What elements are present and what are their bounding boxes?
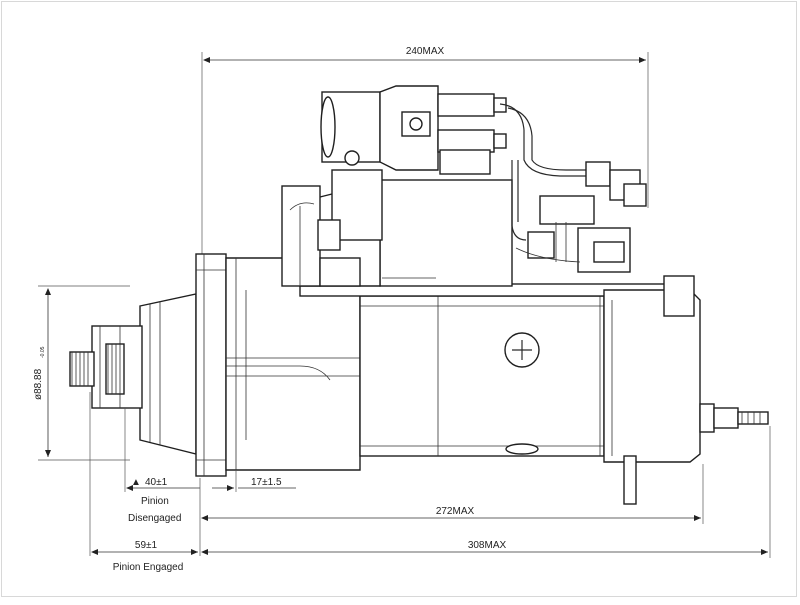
dim-308max: 308MAX [201,426,771,558]
label-pinion: Pinion [141,496,169,507]
dim-240max: 240MAX [201,46,649,255]
label-disengaged: Disengaged [128,513,181,524]
dim-pinion-travel: ▲ 40±1 Pinion Disengaged [124,408,200,524]
dim-272max: 272MAX [201,464,704,524]
dim-flange-offset-label: 17±1.5 [251,477,282,488]
dim-pinion-engaged: 59±1 Pinion Engaged [89,392,201,573]
dim-272max-label: 272MAX [436,506,475,517]
dim-diameter-tolerance: -0.05 [40,346,46,358]
dim-diameter: ø88.88 -0.05 [33,285,130,461]
dim-pinion-travel-label: ▲ [131,477,141,488]
dim-240max-label: 240MAX [406,46,445,57]
dim-308max-label: 308MAX [468,540,507,551]
dim-flange-offset: 17±1.5 [212,470,296,492]
dim-pinion-travel-value: 40±1 [145,477,168,488]
label-pinion-engaged: Pinion Engaged [113,562,184,573]
starter-body [69,85,769,505]
dim-diameter-label: ø88.88 [33,368,44,400]
dim-pinion-engaged-label: 59±1 [135,540,158,551]
pinion-gear [69,325,143,409]
